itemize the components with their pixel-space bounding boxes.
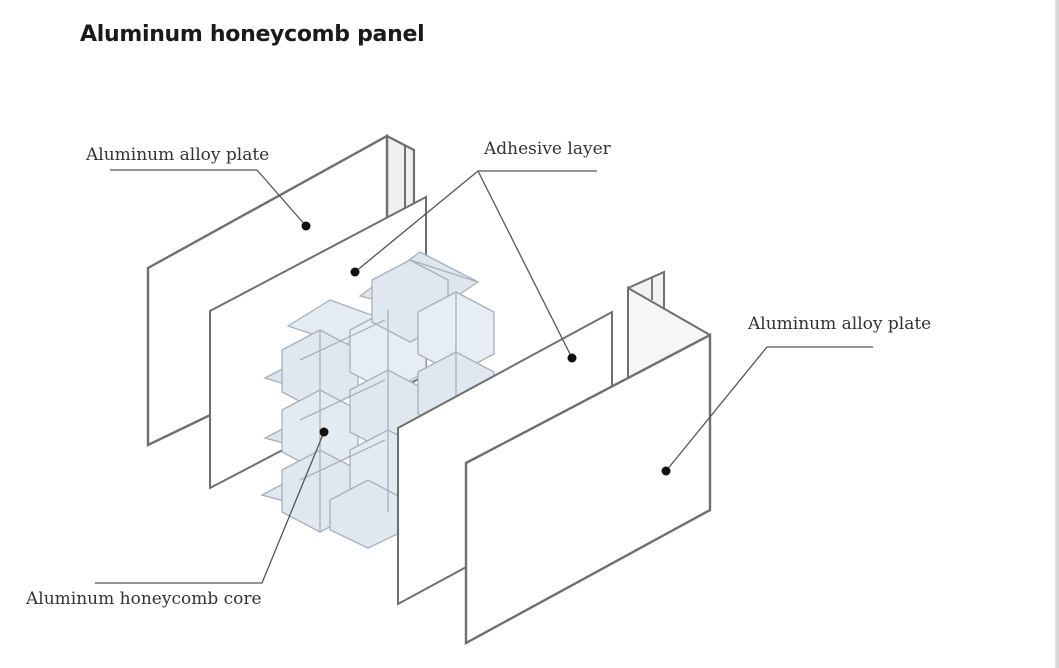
page-edge-shadow [1055,0,1059,668]
dot-left-plate [301,221,311,231]
page-title: Aluminum honeycomb panel [80,22,425,47]
dot-right-plate [661,466,671,476]
dot-core [319,427,329,437]
label-left-alloy-plate: Aluminum alloy plate [85,145,269,165]
leader-right-plate [665,346,873,472]
right-alloy-plate [464,270,712,646]
label-adhesive-layer: Adhesive layer [483,139,612,159]
leader-dots [301,221,671,476]
leader-left-plate [110,169,307,227]
leader-core [95,431,325,584]
dot-left-adhesive [350,267,360,277]
label-honeycomb-core: Aluminum honeycomb core [25,589,262,609]
label-right-alloy-plate: Aluminum alloy plate [747,314,931,334]
leader-adhesive-right [477,170,573,359]
dot-right-adhesive [567,353,577,363]
leader-lines [95,169,873,584]
